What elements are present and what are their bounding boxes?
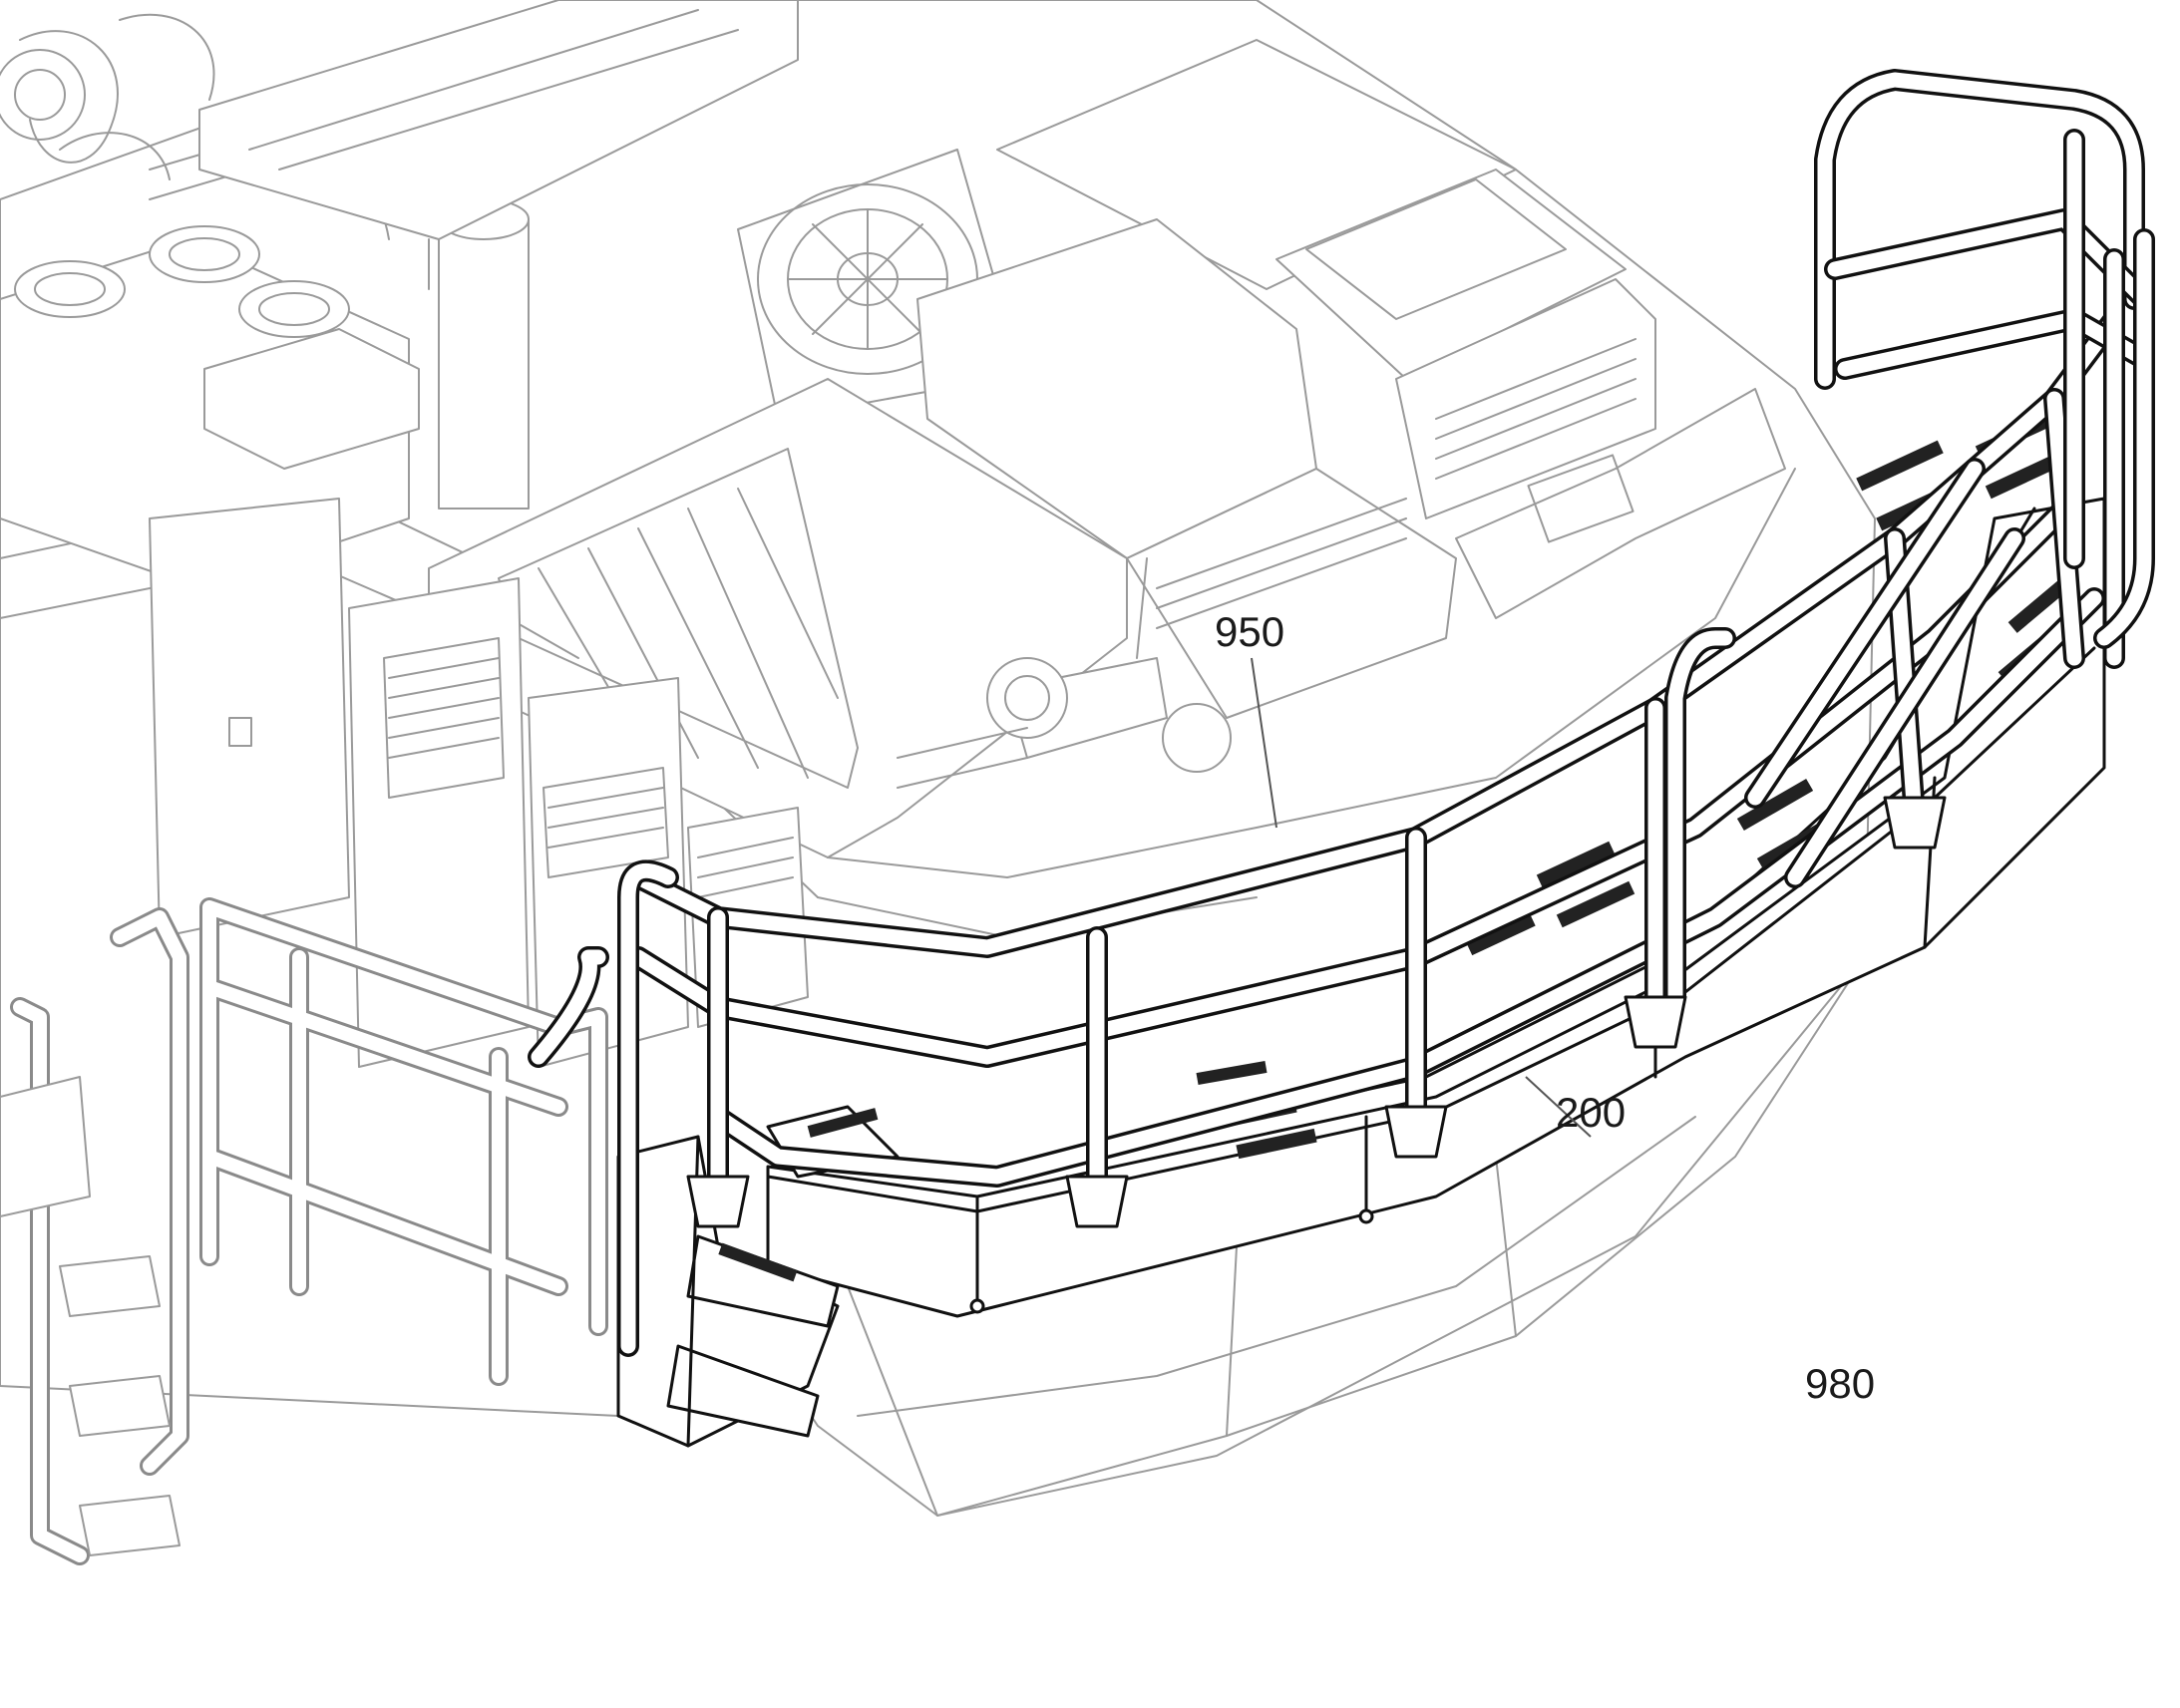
- handrail: [528, 69, 2155, 1357]
- leader-lines: [1251, 657, 1592, 1138]
- callout-labels: 950 200 980: [1215, 608, 1875, 1407]
- hood-panels: [916, 39, 1786, 719]
- post-brackets: [686, 796, 1947, 1314]
- engine-compartment: [0, 13, 530, 589]
- boom-cylinder: [897, 657, 1232, 789]
- radiator-housing: [198, 0, 799, 290]
- callout-950: 950: [1215, 608, 1284, 655]
- leader-200: [1525, 1076, 1592, 1138]
- callout-200: 200: [1556, 1089, 1626, 1136]
- callout-980: 980: [1805, 1360, 1875, 1407]
- leader-950: [1251, 657, 1277, 829]
